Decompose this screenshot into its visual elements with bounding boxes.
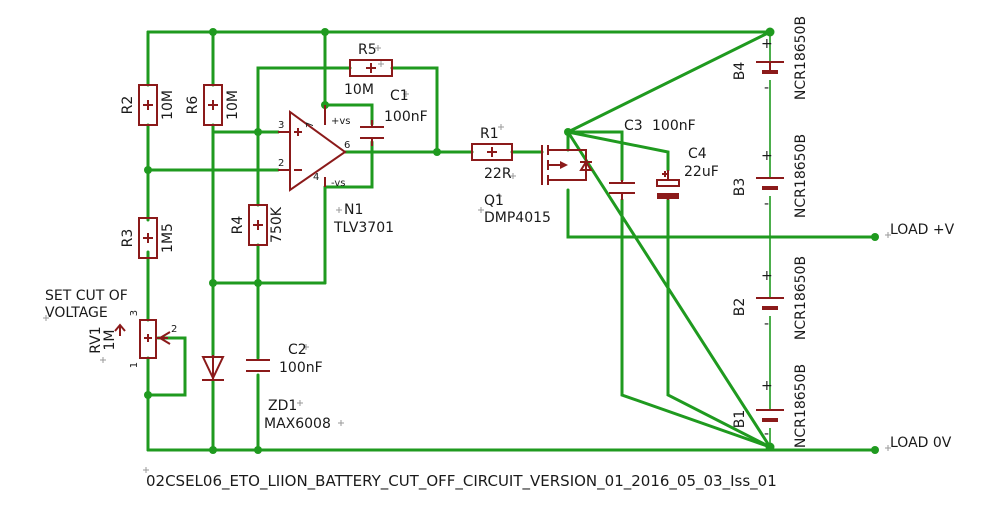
rv1-pin3: 3: [129, 310, 140, 316]
label-r2-value: 10M: [160, 90, 176, 120]
rv1-pin1: 1: [129, 362, 140, 368]
label-b4-type: NCR18650B: [793, 16, 809, 100]
label-set-1: SET CUT OF: [45, 288, 128, 304]
label-b2: B2: [732, 298, 748, 317]
minus-vs: -vs: [331, 178, 345, 189]
plus-vs: +vs: [331, 116, 351, 127]
label-c4-value: 22uF: [684, 164, 719, 180]
zener-zd1[interactable]: [201, 355, 225, 381]
pin-3: 3: [278, 120, 284, 131]
label-r1-value: 22R: [484, 166, 512, 182]
capacitor-c4[interactable]: [656, 170, 680, 200]
capacitor-c3[interactable]: [609, 180, 635, 200]
label-n1-value: TLV3701: [333, 220, 394, 236]
label-c4: C4: [688, 146, 707, 162]
resistor-r1[interactable]: [471, 143, 513, 161]
b2-minus: -: [764, 316, 769, 332]
pin-7: 7: [305, 122, 316, 128]
label-c2: C2: [288, 342, 307, 358]
label-zd1: ZD1: [268, 398, 297, 414]
b1-minus: -: [764, 426, 769, 442]
battery-b2[interactable]: [756, 297, 784, 310]
label-r1: R1: [480, 126, 499, 142]
label-load-zero: LOAD 0V: [890, 435, 952, 451]
wires: [146, 30, 877, 452]
mosfet-q1[interactable]: [541, 145, 593, 185]
opamp-n1[interactable]: [278, 105, 347, 192]
label-rv1: RV1: [88, 326, 104, 353]
origin-marks: [43, 45, 891, 473]
resistor-r2[interactable]: [138, 84, 158, 126]
label-c3-value: 100nF: [652, 118, 696, 134]
label-q1: Q1: [484, 193, 504, 209]
label-b1-type: NCR18650B: [793, 364, 809, 448]
label-b3: B3: [732, 178, 748, 197]
resistor-r4[interactable]: [248, 204, 268, 246]
resistor-r6[interactable]: [203, 84, 223, 126]
b1-plus: +: [761, 378, 773, 394]
label-r6-value: 10M: [225, 90, 241, 120]
label-b2-type: NCR18650B: [793, 256, 809, 340]
label-zd1-value: MAX6008: [264, 416, 331, 432]
b3-minus: -: [764, 196, 769, 212]
resistor-r3[interactable]: [138, 217, 158, 259]
label-q1-value: DMP4015: [484, 210, 551, 226]
drawing-title: 02CSEL06_ETO_LIION_BATTERY_CUT_OFF_CIRCU…: [146, 472, 777, 491]
label-r4: R4: [230, 216, 246, 235]
b4-minus: -: [764, 80, 769, 96]
label-r3: R3: [120, 229, 136, 248]
label-rv1-value: 1M: [102, 330, 118, 351]
pin-2: 2: [278, 158, 284, 169]
label-b4: B4: [732, 62, 748, 81]
capacitor-c2[interactable]: [246, 359, 270, 372]
label-r4-value: 750K: [269, 206, 285, 243]
rv1-pin2: 2: [171, 324, 177, 335]
label-set-2: VOLTAGE: [45, 305, 108, 321]
battery-b4[interactable]: [756, 61, 784, 74]
b4-plus: +: [761, 36, 773, 52]
label-c1: C1: [390, 88, 409, 104]
potentiometer-rv1[interactable]: [114, 319, 171, 359]
label-r2: R2: [120, 96, 136, 115]
label-r6: R6: [185, 96, 201, 115]
b3-plus: +: [761, 148, 773, 164]
label-r5-value: 10M: [344, 82, 374, 98]
label-b3-type: NCR18650B: [793, 134, 809, 218]
label-load-pos: LOAD +V: [890, 222, 955, 238]
battery-b3[interactable]: [756, 177, 784, 190]
battery-b1[interactable]: [756, 409, 784, 422]
label-b1: B1: [732, 410, 748, 429]
b2-plus: +: [761, 268, 773, 284]
resistor-r5[interactable]: [349, 59, 393, 77]
junctions: [144, 27, 879, 454]
label-c3: C3: [624, 118, 643, 134]
label-r3-value: 1M5: [160, 223, 176, 253]
label-r5: R5: [358, 42, 377, 58]
pin-6: 6: [344, 140, 350, 151]
label-c2-value: 100nF: [279, 360, 323, 376]
capacitor-c1[interactable]: [360, 120, 384, 146]
label-c1-value: 100nF: [384, 109, 428, 125]
labels: R2 10M R6 10M R3 1M5 R4 750K RV1 1M 1 3 …: [45, 16, 955, 491]
label-n1: N1: [344, 202, 363, 218]
pin-4: 4: [313, 172, 319, 183]
